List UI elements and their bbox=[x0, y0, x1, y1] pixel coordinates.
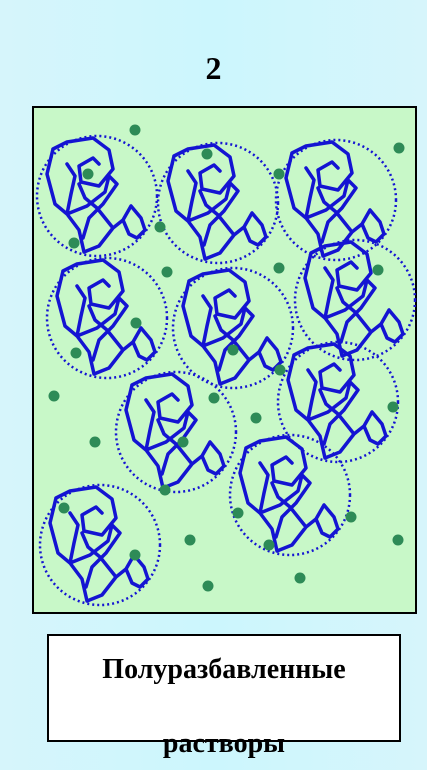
solvent-molecule-icon bbox=[71, 348, 82, 359]
solvent-molecule-icon bbox=[131, 318, 142, 329]
caption-line-1: Полуразбавленные bbox=[102, 654, 345, 685]
solvent-molecule-icon bbox=[264, 540, 275, 551]
solvent-molecule-icon bbox=[275, 365, 286, 376]
solvent-molecule-icon bbox=[90, 437, 101, 448]
solvent-molecule-icon bbox=[69, 238, 80, 249]
solvent-molecule-icon bbox=[59, 503, 70, 514]
solvent-molecule-icon bbox=[295, 573, 306, 584]
solvent-molecule-icon bbox=[209, 393, 220, 404]
solvent-molecule-icon bbox=[130, 550, 141, 561]
solvent-molecule-icon bbox=[130, 125, 141, 136]
solvent-molecule-icon bbox=[274, 169, 285, 180]
caption-line-2: растворы bbox=[163, 728, 285, 759]
solvent-molecule-icon bbox=[155, 222, 166, 233]
solvent-molecule-icon bbox=[203, 581, 214, 592]
solvent-molecule-icon bbox=[185, 535, 196, 546]
solvent-molecule-icon bbox=[274, 263, 285, 274]
solvent-molecule-icon bbox=[393, 535, 404, 546]
solvent-molecule-icon bbox=[83, 169, 94, 180]
solvent-molecule-icon bbox=[228, 345, 239, 356]
solvent-molecule-icon bbox=[49, 391, 60, 402]
solvent-molecule-icon bbox=[373, 265, 384, 276]
solvent-molecule-icon bbox=[394, 143, 405, 154]
solvent-molecule-icon bbox=[178, 437, 189, 448]
solvent-molecule-icon bbox=[251, 413, 262, 424]
solvent-molecule-icon bbox=[233, 508, 244, 519]
solvent-molecule-icon bbox=[162, 267, 173, 278]
solvent-molecule-icon bbox=[202, 149, 213, 160]
solvent-molecule-icon bbox=[346, 512, 357, 523]
caption-box: Полуразбавленные растворы bbox=[47, 634, 401, 742]
solvent-molecule-icon bbox=[160, 485, 171, 496]
solvent-molecule-icon bbox=[388, 402, 399, 413]
